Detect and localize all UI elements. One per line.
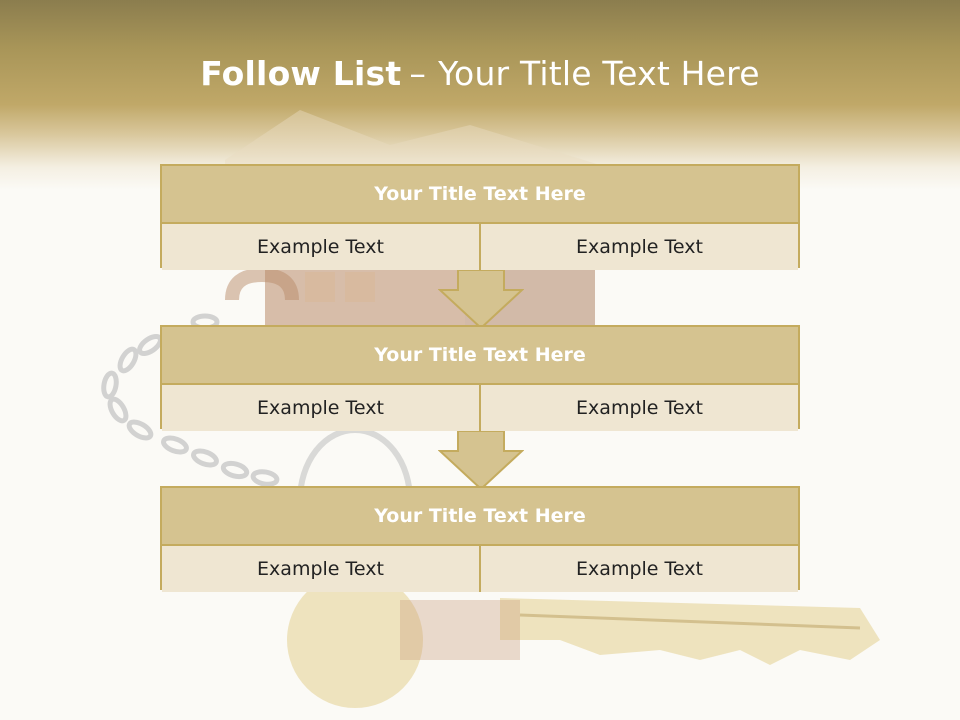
block-cell-left: Example Text [162, 224, 479, 270]
block-title: Your Title Text Here [162, 488, 798, 546]
down-arrow-icon [438, 270, 524, 330]
block-cell-left: Example Text [162, 546, 479, 592]
block-title: Your Title Text Here [162, 327, 798, 385]
list-block-3: Your Title Text Here Example Text Exampl… [160, 486, 800, 592]
block-cell-right: Example Text [479, 224, 798, 270]
header-band [0, 0, 960, 190]
list-block-2: Your Title Text Here Example Text Exampl… [160, 325, 800, 431]
down-arrow-icon [438, 431, 524, 491]
block-row: Example Text Example Text [162, 546, 798, 592]
title-rest: Your Title Text Here [438, 54, 760, 93]
title-bold: Follow List [200, 54, 402, 93]
block-row: Example Text Example Text [162, 385, 798, 431]
title-separator: – [409, 54, 427, 93]
block-cell-right: Example Text [479, 385, 798, 431]
page-title: Follow List–Your Title Text Here [0, 54, 960, 93]
block-cell-left: Example Text [162, 385, 479, 431]
list-block-1: Your Title Text Here Example Text Exampl… [160, 164, 800, 270]
block-cell-right: Example Text [479, 546, 798, 592]
block-title: Your Title Text Here [162, 166, 798, 224]
block-row: Example Text Example Text [162, 224, 798, 270]
